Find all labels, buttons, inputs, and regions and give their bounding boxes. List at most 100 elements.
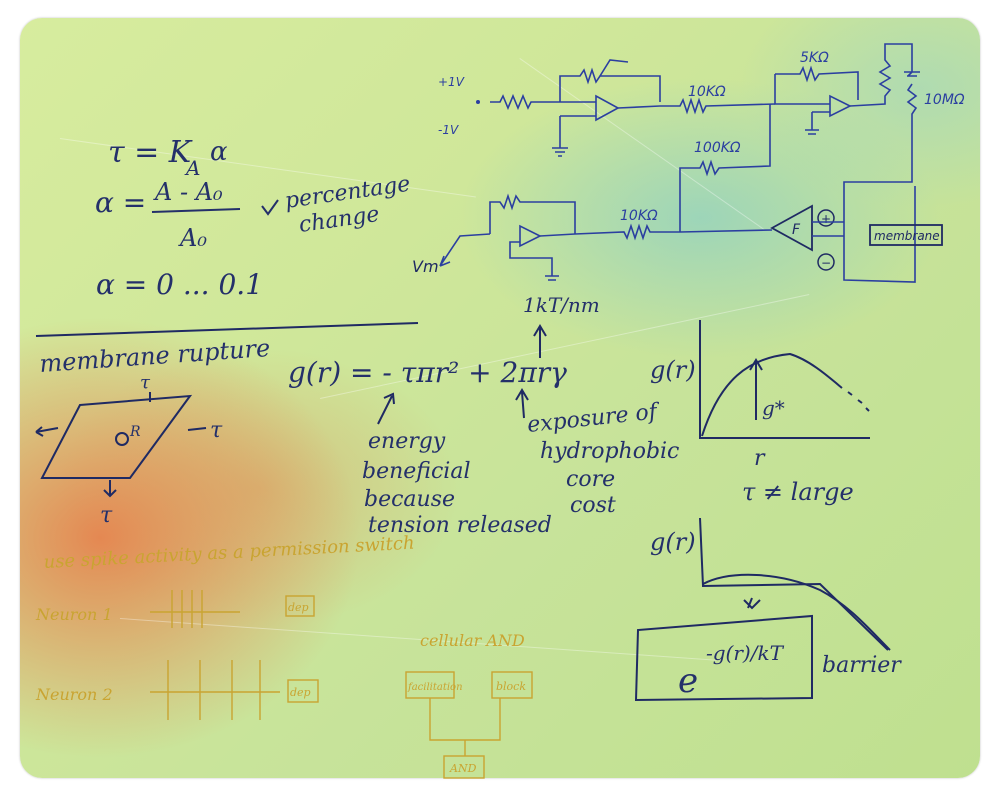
r-10k-mid-label: 10KΩ xyxy=(620,208,658,224)
neuron1-box-label: dep xyxy=(288,601,309,614)
opamp-2 xyxy=(829,94,852,118)
r-5k-label: 5KΩ xyxy=(800,50,829,66)
top-plot-mark: g* xyxy=(762,396,785,420)
opamp2-ground xyxy=(805,111,830,135)
bottom-plot-curve xyxy=(702,573,891,651)
rupture-title: membrane rupture xyxy=(38,334,271,378)
neuron2-box xyxy=(287,679,319,703)
r-100k-label: 100KΩ xyxy=(694,140,741,156)
resistor-10k-mid xyxy=(574,223,680,241)
bottom-formula-exp: -g(r)/kT xyxy=(706,641,785,665)
vm-output-arrow xyxy=(439,233,491,267)
tau-bottom: τ xyxy=(100,503,113,528)
neuron2-label: Neuron 2 xyxy=(35,685,113,704)
feedback-resistor-5k xyxy=(774,65,859,105)
energy-formula: g(r) = - τπr² + 2πrγ xyxy=(288,356,567,389)
neuron1-label: Neuron 1 xyxy=(35,605,113,624)
alpha-range: α = 0 ... 0.1 xyxy=(96,268,263,301)
r-10m-label: 10MΩ xyxy=(924,92,965,108)
output-divider xyxy=(849,43,913,107)
vm-label: Vm xyxy=(412,257,439,276)
energy-note-1: energy xyxy=(368,429,446,454)
opamp3-out xyxy=(539,233,576,237)
membrane-rupture-sketch: membrane rupture τ τ R τ xyxy=(35,334,271,528)
circuit-diagram: +1V -1V 10KΩ 5KΩ 10MΩ membrane F + xyxy=(412,43,965,283)
block-label: block xyxy=(496,680,526,693)
opamp1-ground xyxy=(552,115,596,157)
bottom-plot-axes xyxy=(699,517,889,651)
cellular-and-label: cellular AND xyxy=(420,631,525,650)
exposure-note-3: core xyxy=(566,467,615,492)
opamp-3 xyxy=(519,224,542,248)
crumpled-paper-sheet xyxy=(20,18,980,778)
kt-label: 1kT/nm xyxy=(523,293,600,317)
alpha-equation: α = A - A₀ A₀ percentage change xyxy=(95,172,412,252)
energy-note-4: tension released xyxy=(368,513,552,538)
alpha-numerator: A - A₀ xyxy=(153,178,223,206)
resistor-10m xyxy=(843,83,918,283)
bottom-formula-base: e xyxy=(678,661,698,701)
top-plot-curve xyxy=(701,352,843,437)
bottom-plot-ylabel: g(r) xyxy=(650,528,696,556)
top-plot-arrow xyxy=(749,358,763,420)
energy-note-3: because xyxy=(364,487,455,512)
yellow-title: use spike activity as a permission switc… xyxy=(43,533,415,573)
feedback-resistor-1 xyxy=(559,67,661,102)
resistor-100k xyxy=(679,104,773,233)
minus-v-label: -1V xyxy=(438,123,459,137)
top-plot-ylabel: g(r) xyxy=(650,356,696,384)
neuron2-spike-train xyxy=(150,660,280,720)
membrane-patch xyxy=(40,394,193,479)
tau-top: τ xyxy=(140,372,151,393)
and-gate-wires xyxy=(429,698,501,756)
barrier-box xyxy=(634,614,813,702)
opamp3-ground xyxy=(509,241,559,281)
energy-arrow xyxy=(377,392,395,425)
tau-equation: τ = K A α xyxy=(108,135,228,180)
spike-activity-notes: use spike activity as a permission switc… xyxy=(35,533,533,779)
tension-arrow-left xyxy=(35,426,59,437)
divider-line xyxy=(35,322,419,337)
pot-wiper xyxy=(599,59,629,77)
pore-circle xyxy=(115,432,129,446)
alpha-denominator: A₀ xyxy=(178,224,207,252)
top-plot-axes xyxy=(699,320,870,439)
energy-plot-top: g(r) g* r τ ≠ large xyxy=(650,320,870,506)
tension-arrow-right xyxy=(187,427,207,431)
neuron1-spike-train xyxy=(150,590,240,628)
f-inputs xyxy=(812,221,844,237)
tau-equation-text: τ = K xyxy=(108,135,193,170)
membrane-box xyxy=(869,224,943,246)
energy-formula-block: g(r) = - τπr² + 2πrγ 1kT/nm energy benef… xyxy=(288,293,679,538)
top-plot-dots xyxy=(847,391,870,412)
top-plot-xlabel: r xyxy=(754,446,766,471)
opamp-f xyxy=(770,204,813,252)
energy-note-2: beneficial xyxy=(362,459,470,484)
tension-arrow-bottom xyxy=(103,480,117,498)
input-resistor xyxy=(490,93,560,111)
neuron1-box xyxy=(285,595,315,617)
radius-label: R xyxy=(129,424,141,440)
tau-subscript: A xyxy=(184,156,200,180)
tau-right: τ xyxy=(210,418,223,443)
facilitation-label: facilitation xyxy=(407,682,463,693)
tau-alpha: α xyxy=(210,137,228,167)
block-box xyxy=(491,671,533,699)
neuron2-box-label: dep xyxy=(290,686,311,699)
plus-sign: + xyxy=(821,212,831,226)
r-10k-top-label: 10KΩ xyxy=(688,84,726,100)
and-box xyxy=(443,755,485,779)
kt-arrow xyxy=(533,324,547,358)
exposure-note-4: cost xyxy=(570,493,616,518)
resistor-10k-top xyxy=(617,97,776,115)
and-label: AND xyxy=(449,762,477,775)
feedback-resistor-3 xyxy=(489,193,576,234)
plus-v-label: +1V xyxy=(438,75,465,89)
fraction-bar xyxy=(151,208,241,213)
energy-plot-bottom: g(r) e -g(r)/kT barrier xyxy=(634,517,902,702)
input-node xyxy=(476,100,480,104)
f-label: F xyxy=(792,222,801,238)
exposure-arrow xyxy=(515,388,529,419)
